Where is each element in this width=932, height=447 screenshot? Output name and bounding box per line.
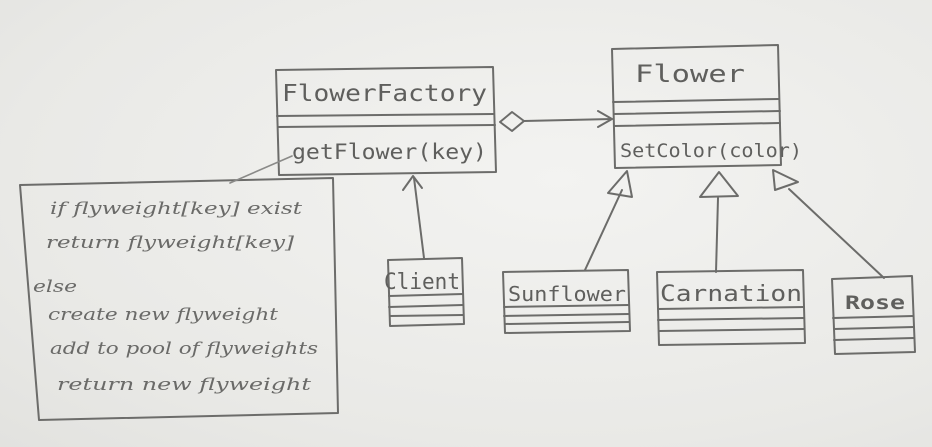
aggregation-arrow xyxy=(499,110,613,132)
class-client: Client xyxy=(384,175,465,327)
flower-factory-name: FlowerFactory xyxy=(282,81,487,107)
class-carnation: Carnation xyxy=(656,171,806,346)
carnation-inheritance-line xyxy=(715,197,719,273)
flower-method: SetColor(color) xyxy=(620,140,802,162)
carnation-name: Carnation xyxy=(660,282,802,307)
class-rose: Rose xyxy=(772,169,916,355)
note-line-4: create new flyweight xyxy=(48,305,278,325)
note-connector xyxy=(229,155,293,184)
flower-name: Flower xyxy=(635,60,745,88)
note-line-5: add to pool of flyweights xyxy=(50,339,318,359)
sunflower-name: Sunflower xyxy=(508,282,626,306)
client-dependency-line xyxy=(413,177,425,259)
client-dependency-arrowhead xyxy=(402,175,423,191)
client-name: Client xyxy=(384,270,460,295)
class-flower: Flower SetColor(color) xyxy=(611,44,802,169)
class-flower-factory: FlowerFactory getFlower(key) xyxy=(275,66,497,176)
rose-inheritance-line xyxy=(788,188,885,279)
note-line-1: if flyweight[key] exist xyxy=(50,199,302,219)
note-box: if flyweight[key] exist return flyweight… xyxy=(19,155,339,421)
note-line-6: return new flyweight xyxy=(57,375,311,395)
note-line-2: return flyweight[key] xyxy=(46,233,294,253)
flower-factory-method: getFlower(key) xyxy=(292,140,487,164)
rose-inheritance-triangle xyxy=(772,169,799,191)
sunflower-inheritance-line xyxy=(584,189,623,271)
class-sunflower: Sunflower xyxy=(502,170,633,334)
sunflower-inheritance-triangle xyxy=(607,170,633,198)
carnation-inheritance-triangle xyxy=(699,171,739,198)
rose-name: Rose xyxy=(845,292,905,314)
note-line-3: else xyxy=(33,277,77,297)
